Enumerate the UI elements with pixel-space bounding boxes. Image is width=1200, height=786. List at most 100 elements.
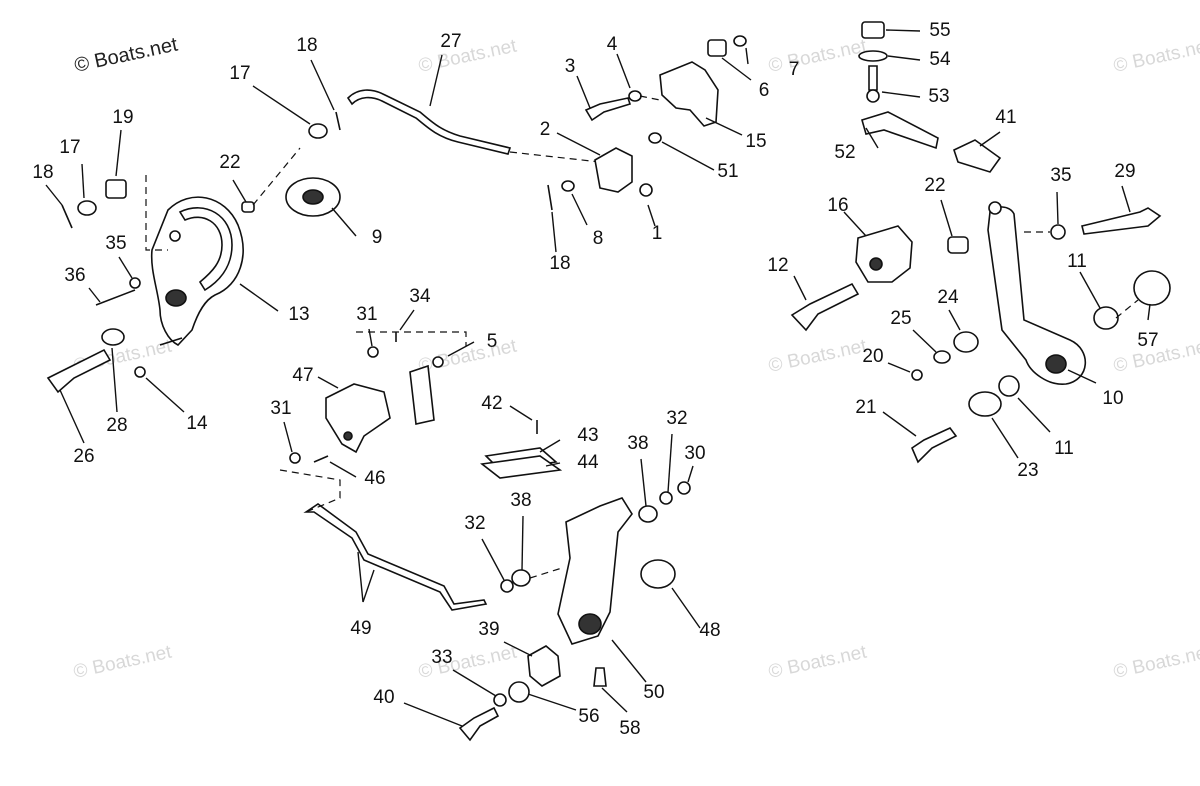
callout-27: 27 <box>440 31 461 52</box>
callout-16: 16 <box>827 195 848 216</box>
center-top-assembly <box>547 35 747 211</box>
callout-32-lower: 32 <box>464 513 485 534</box>
part-33-washer <box>493 693 507 707</box>
part-47-block <box>325 383 391 454</box>
part-32-washer-lower <box>500 579 514 593</box>
part-8-washer <box>561 180 575 192</box>
callout-15: 15 <box>745 131 766 152</box>
callout-20: 20 <box>862 346 883 367</box>
callout-28: 28 <box>106 415 127 436</box>
part-53-ball <box>866 89 880 103</box>
callout-30: 30 <box>684 443 705 464</box>
part-17-washer <box>77 200 97 216</box>
part-51-washer <box>648 132 662 144</box>
callout-35-right: 35 <box>1050 165 1071 186</box>
watermark: © Boats.net <box>417 336 519 377</box>
part-30-nut <box>677 481 691 495</box>
part-50-hole <box>578 613 602 635</box>
watermark: © Boats.net <box>767 336 869 377</box>
part-12-bolt <box>790 282 860 332</box>
part-1-nut <box>639 183 653 197</box>
callout-54: 54 <box>929 49 951 70</box>
part-29-bolt <box>1081 207 1162 235</box>
callout-3: 3 <box>565 56 576 77</box>
assembly-line <box>639 95 661 101</box>
part-13-slot <box>178 207 233 292</box>
part-15-bracket <box>659 61 719 127</box>
part-11-bushing-lower <box>998 375 1020 397</box>
part-19-nut <box>105 179 127 199</box>
part-2-lever <box>594 147 633 193</box>
part-21-bolt <box>911 427 958 464</box>
part-32-washer <box>659 491 673 505</box>
part-7-washer <box>733 35 747 47</box>
part-5-fastener <box>432 356 444 368</box>
part-58-fitting <box>593 667 607 687</box>
callout-25: 25 <box>890 308 911 329</box>
part-35-nut <box>129 277 141 289</box>
part-27-shift-rod <box>346 89 512 155</box>
callout-47: 47 <box>292 365 313 386</box>
callout-58: 58 <box>619 718 640 739</box>
part-13-cam-plate <box>150 196 244 346</box>
callout-4: 4 <box>607 34 618 55</box>
part-55-nut <box>861 21 885 39</box>
part-9-washer-hole <box>302 189 324 205</box>
callout-19: 19 <box>112 107 133 128</box>
callout-9: 9 <box>372 227 383 248</box>
left-assembly <box>46 111 341 394</box>
part-31-nut <box>367 346 379 358</box>
part-18-cotter-pin-upper <box>335 111 341 131</box>
callout-10: 10 <box>1102 388 1123 409</box>
assembly-line <box>529 567 563 579</box>
watermark: © Boats.net <box>72 642 174 683</box>
part-49-rod <box>303 503 488 611</box>
callout-21: 21 <box>855 397 876 418</box>
callout-42: 42 <box>481 393 502 414</box>
watermark: © Boats.net <box>767 642 869 683</box>
callout-1: 1 <box>652 223 663 244</box>
callout-22-right: 22 <box>924 175 945 196</box>
callout-46: 46 <box>364 468 385 489</box>
part-14-nut <box>134 366 146 378</box>
callout-29: 29 <box>1114 161 1135 182</box>
callout-35: 35 <box>105 233 126 254</box>
part-38-bushing-lower <box>511 569 531 587</box>
part-4-washer <box>628 90 642 102</box>
center-assembly <box>279 331 691 742</box>
part-47-hole <box>343 431 353 441</box>
part-24-bushing <box>953 331 979 353</box>
assembly-line <box>252 147 301 206</box>
callout-39: 39 <box>478 619 499 640</box>
callout-49: 49 <box>350 618 371 639</box>
watermark: © Boats.net <box>1112 36 1200 77</box>
part-22-pin <box>241 201 255 213</box>
assembly-line <box>356 331 467 346</box>
assembly-line <box>145 175 168 251</box>
part-10-ball <box>988 201 1002 215</box>
callout-53: 53 <box>928 86 949 107</box>
part-41-socket <box>953 139 1002 173</box>
callout-23: 23 <box>1017 460 1038 481</box>
callout-40: 40 <box>373 687 394 708</box>
callout-31-lower: 31 <box>270 398 291 419</box>
part-13-hole <box>165 289 187 307</box>
part-22-pin-right <box>947 236 969 254</box>
callout-43: 43 <box>577 425 598 446</box>
callout-31: 31 <box>356 304 377 325</box>
assembly-line <box>279 469 341 513</box>
callout-57: 57 <box>1137 330 1158 351</box>
part-50-lever <box>557 497 633 645</box>
callout-11-lower: 11 <box>1054 438 1074 459</box>
callout-2: 2 <box>540 119 551 140</box>
part-25-washer <box>933 350 951 364</box>
part-31-nut-lower <box>289 452 301 464</box>
part-36-screw <box>95 289 136 306</box>
part-56-washer <box>508 681 530 703</box>
callout-18-upper: 18 <box>296 35 317 56</box>
callout-13: 13 <box>288 304 309 325</box>
callout-38: 38 <box>627 433 648 454</box>
assembly-line <box>509 151 601 163</box>
watermark: © Boats.net <box>417 36 519 77</box>
watermark: © Boats.net <box>767 36 869 77</box>
